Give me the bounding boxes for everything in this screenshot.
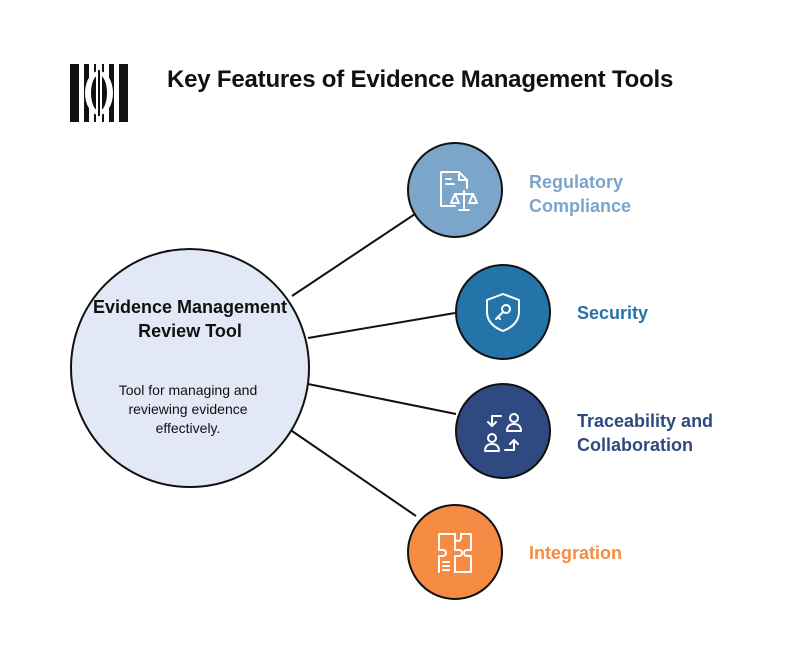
connector-line [307,312,456,339]
shield-key-icon [486,293,520,332]
page-title: Key Features of Evidence Management Tool… [167,66,674,93]
puzzle-integration-icon [438,533,472,573]
feature-node-security [455,264,551,360]
feature-label-traceability-collaboration: Traceability and Collaboration [577,411,714,455]
document-scales-icon [440,171,478,211]
connector-line [291,430,417,517]
connector-line [291,213,416,297]
feature-label-security: Security [577,303,649,323]
connector-line [307,383,457,415]
feature-label-regulatory-compliance: Regulatory Compliance [529,172,632,216]
feature-node-integration [407,504,503,600]
feature-node-regulatory-compliance [407,142,503,238]
feature-node-traceability-collaboration [455,383,551,479]
striped-logo-icon [70,64,128,122]
hub-description: Tool for managing and reviewing evidence… [118,382,258,436]
people-exchange-icon [484,413,522,452]
hub-circle [70,248,310,488]
hub-title: Evidence Management Review Tool [92,297,288,341]
feature-label-integration: Integration [529,543,622,563]
